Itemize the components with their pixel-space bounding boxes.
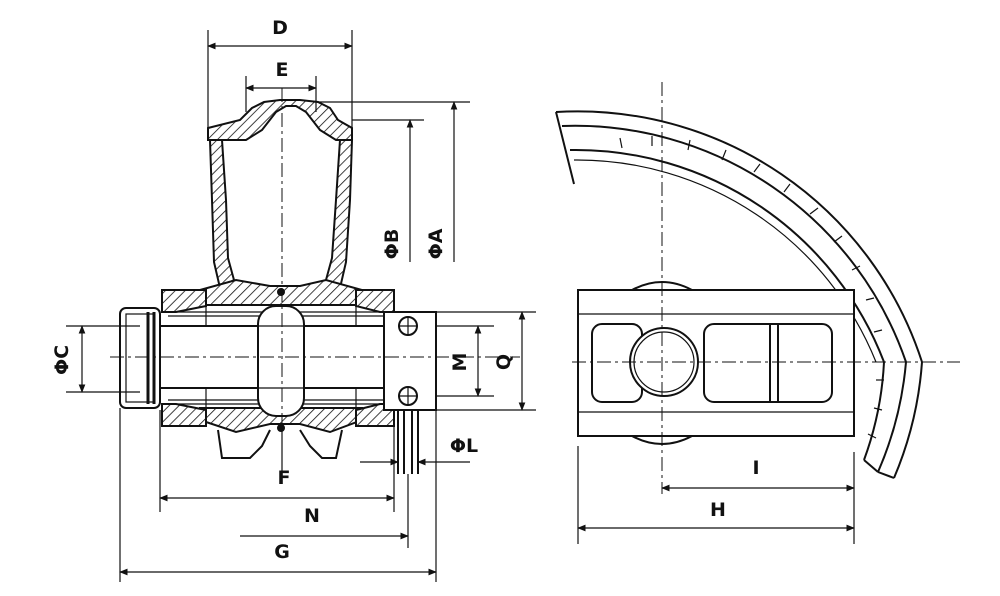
side-view	[555, 82, 960, 494]
section-view	[110, 88, 520, 474]
wheel-web-right	[324, 139, 354, 290]
center-bushing	[257, 305, 305, 417]
label-E: E	[276, 59, 289, 81]
label-phiB: ΦB	[381, 229, 403, 260]
label-N: N	[304, 505, 320, 527]
wheel-outer-arc	[555, 110, 923, 363]
slot-right	[703, 323, 833, 403]
label-H: H	[710, 499, 726, 521]
label-F: F	[278, 467, 291, 489]
label-phiL: ΦL	[450, 435, 478, 457]
wheel-rim-bottom	[217, 429, 343, 459]
wheel-rim-top	[207, 99, 353, 141]
label-G: G	[274, 541, 290, 563]
wheel-web-left	[208, 139, 236, 290]
label-phiC: ΦC	[51, 345, 73, 375]
label-Q: Q	[493, 354, 515, 370]
label-I: I	[752, 457, 759, 479]
label-phiA: ΦA	[425, 228, 447, 259]
label-M: M	[449, 353, 471, 372]
dimension-labels: D E ΦB ΦA ΦC M Q ΦL F N G I H	[51, 17, 760, 563]
label-D: D	[272, 17, 288, 39]
left-dimensions	[66, 30, 536, 582]
right-dimensions	[577, 446, 855, 544]
left-collar	[119, 307, 161, 409]
